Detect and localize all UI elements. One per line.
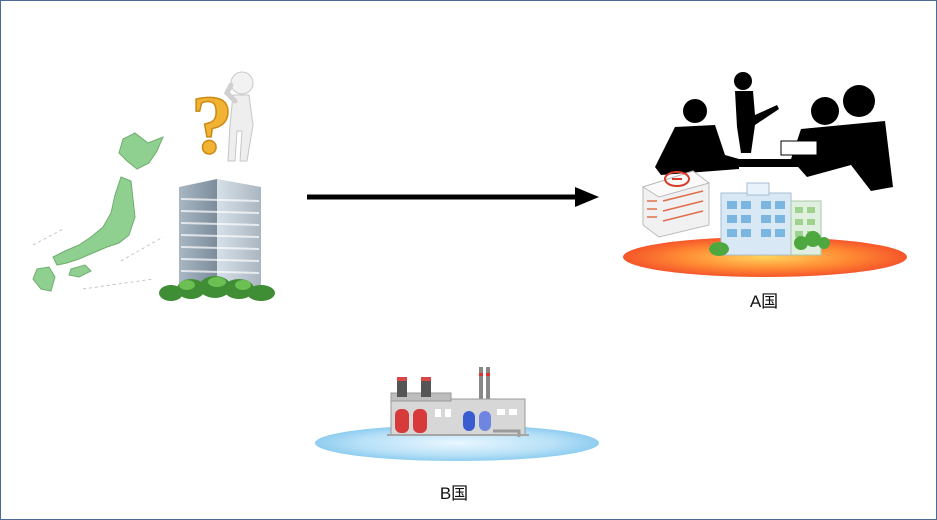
island-a-shape [623,237,907,277]
hospital-building-icon [709,182,830,256]
factory-icon [387,367,529,437]
right-arrow-icon [305,184,601,210]
country-a-label: A国 [749,292,779,311]
country-b-scene [313,363,605,467]
country-b-label: B国 [439,484,469,503]
question-mark-figure-icon: ? [185,67,265,167]
japan-map-icon [23,129,173,294]
confidential-documents-icon [641,170,711,238]
business-meeting-silhouette-icon [655,72,893,191]
country-a-scene [621,67,911,282]
office-building-icon [157,177,279,303]
